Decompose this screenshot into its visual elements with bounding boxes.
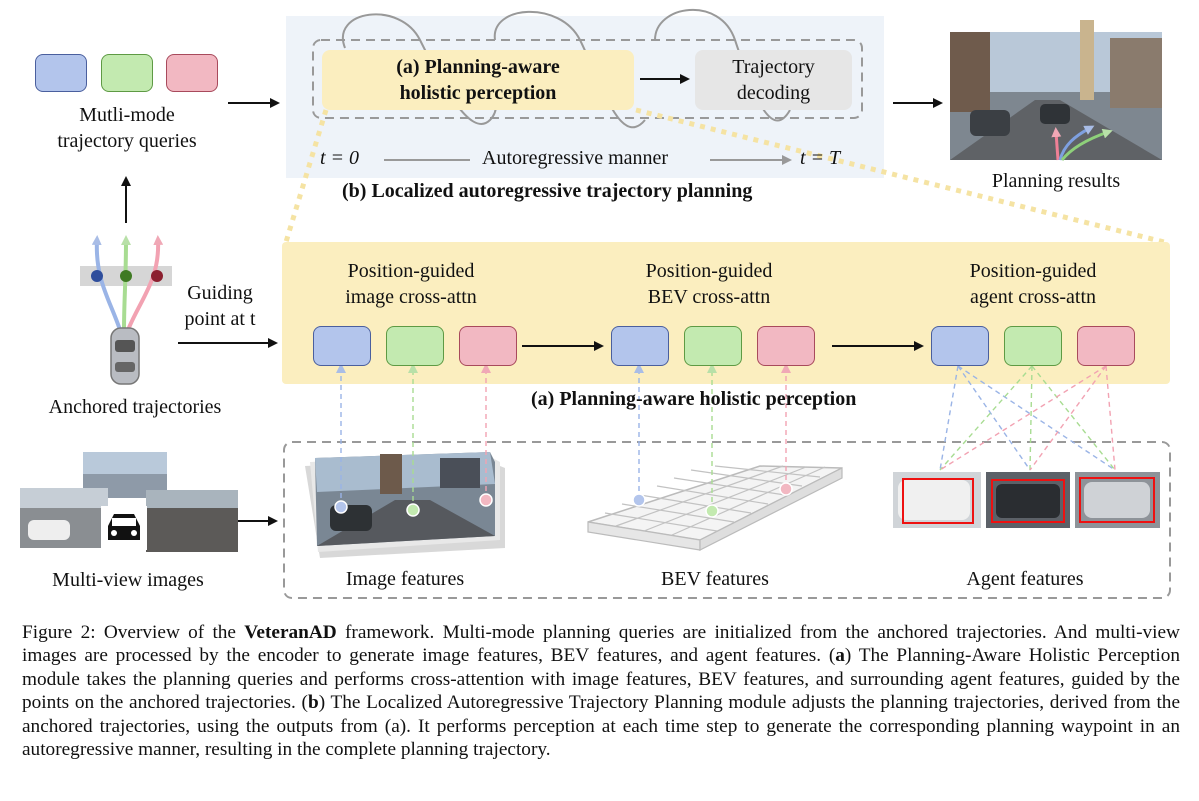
- caption-part-2: framework. Multi-mode planning queries a…: [22, 622, 1180, 667]
- planning-results-image: [950, 20, 1162, 161]
- agent-query-blue: [931, 326, 989, 366]
- caption-part-4: ) The Localized Autoregressive Trajector…: [22, 692, 1180, 761]
- image-query-blue: [313, 326, 371, 366]
- features-dashed-frame: [283, 441, 1171, 599]
- caption-part-3: ) The Planning-Aware Holistic Perception…: [22, 645, 1180, 714]
- t-start-label: t = 0: [320, 147, 360, 169]
- bev-cross-attn-label: Position-guided BEV cross-attn: [645, 260, 773, 308]
- bev-query-blue: [611, 326, 669, 366]
- agent-query-green: [1004, 326, 1062, 366]
- module-b-dashed-frame: [312, 39, 863, 119]
- autoregressive-manner-label: Autoregressive manner: [482, 147, 669, 169]
- agent-features-label: Agent features: [966, 568, 1084, 590]
- caption-part-1: Figure 2: Overview of the: [22, 622, 245, 643]
- image-query-red: [459, 326, 517, 366]
- bev-query-green: [684, 326, 742, 366]
- feature-points: [334, 482, 793, 518]
- trajectory-decoding-box: Trajectory decoding: [695, 50, 852, 110]
- query-box-red: [166, 54, 218, 92]
- image-query-green: [386, 326, 444, 366]
- caption-a-ref: a: [835, 645, 845, 667]
- bev-features-label: BEV features: [661, 568, 769, 590]
- figure-caption: Figure 2: Overview of the VeteranAD fram…: [22, 621, 1180, 761]
- module-b-title: (b) Localized autoregressive trajectory …: [342, 180, 753, 202]
- bev-query-red: [757, 326, 815, 366]
- caption-b-ref: b: [307, 692, 319, 714]
- planning-results-label: Planning results: [991, 170, 1121, 192]
- image-cross-attn-label: Position-guided image cross-attn: [345, 260, 477, 308]
- multi-view-label: Multi-view images: [52, 569, 204, 591]
- anchored-trajectories-icon: [80, 235, 172, 385]
- guiding-point-label: Guiding point at t: [184, 282, 256, 330]
- zoom-line-right: [635, 107, 1165, 245]
- queries-label: Mutli-mode trajectory queries: [57, 104, 197, 152]
- agent-feature-crops: [893, 472, 1160, 528]
- agent-cross-attn-label: Position-guided agent cross-attn: [969, 260, 1097, 308]
- module-a-title: (a) Planning-aware holistic perception: [531, 388, 857, 410]
- anchored-trajectories-label: Anchored trajectories: [48, 396, 222, 418]
- image-features-stack: [305, 452, 505, 558]
- zoom-line-left: [283, 109, 329, 243]
- caption-framework-name: VeteranAD: [244, 622, 337, 643]
- query-box-blue: [35, 54, 87, 92]
- multi-view-images: [20, 452, 238, 552]
- planning-aware-perception-box: (a) Planning-aware holistic perception: [322, 50, 634, 110]
- agent-query-red: [1077, 326, 1135, 366]
- feature-query-links: [336, 363, 1116, 511]
- query-box-green: [101, 54, 153, 92]
- t-end-label: t = T: [800, 147, 841, 169]
- image-features-label: Image features: [345, 568, 465, 590]
- bev-features-grid: [587, 465, 843, 551]
